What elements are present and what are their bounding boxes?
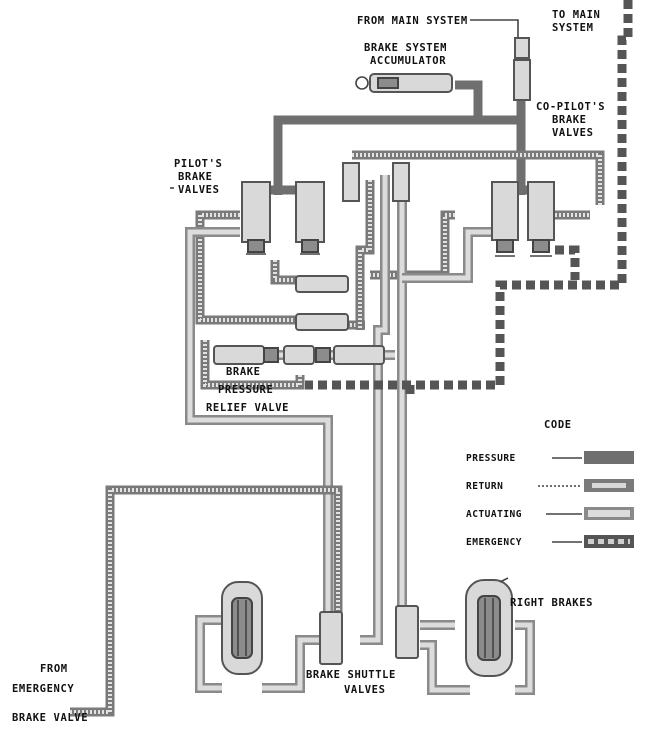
- check-valve-center-2: [392, 162, 410, 202]
- components: [213, 37, 555, 677]
- pressure-line-accumulator: [455, 80, 521, 125]
- right-pilot-brake-valves: [491, 181, 555, 257]
- emergency-lines: [70, 0, 633, 717]
- left-pilot-brake-valves: [241, 181, 325, 255]
- pressure-line-top-crossover: [273, 115, 521, 195]
- legend-item-emergency: EMERGENCY: [466, 535, 634, 548]
- legend-label: RETURN: [466, 481, 503, 492]
- emergency-line-to-main: [305, 0, 633, 390]
- shuttle-valve-left: [319, 611, 343, 665]
- legend-item-actuating: ACTUATING: [466, 507, 634, 520]
- legend-item-pressure: PRESSURE: [466, 451, 634, 464]
- brake-pressure-relief-valve: [213, 345, 385, 365]
- middle-cylinder-upper: [295, 275, 349, 293]
- label-pilot-brake-valves: PILOT'S BRAKE VALVES: [174, 158, 229, 196]
- label-copilot-brake-valves: CO-PILOT'S BRAKE VALVES: [536, 101, 612, 139]
- right-brake-assembly: [465, 579, 513, 677]
- return-lines: [195, 150, 605, 390]
- legend-label: ACTUATING: [466, 509, 522, 520]
- legend-swatch-pressure: [584, 451, 634, 464]
- labels: FROM MAIN SYSTEM TO MAIN SYSTEM BRAKE SY…: [12, 9, 612, 724]
- label-accumulator: BRAKE SYSTEM ACCUMULATOR: [364, 42, 454, 67]
- middle-cylinder-lower: [295, 313, 349, 331]
- left-brake-assembly: [221, 581, 263, 675]
- legend-title: CODE: [544, 419, 572, 431]
- label-from-main-system: FROM MAIN SYSTEM: [357, 15, 468, 27]
- legend-label: EMERGENCY: [466, 537, 522, 548]
- check-valve-center-1: [342, 162, 360, 202]
- check-valve-main: [513, 59, 531, 101]
- actuating-line-right-brake-2: [420, 640, 470, 695]
- label-to-main-system: TO MAIN SYSTEM: [552, 9, 607, 34]
- brake-accumulator: [355, 73, 453, 93]
- legend-item-return: RETURN: [466, 479, 634, 492]
- emergency-line-right-valve: [555, 245, 580, 280]
- inlet-fitting: [514, 37, 530, 59]
- legend-label: PRESSURE: [466, 453, 516, 464]
- actuating-line-left-brake-2: [195, 615, 222, 693]
- label-shuttle-valves: BRAKE SHUTTLE VALVES: [306, 669, 403, 696]
- shuttle-valve-right: [395, 605, 419, 659]
- label-relief-valve: BRAKE PRESSURE RELIEF VALVE: [206, 366, 289, 414]
- label-from-emergency-brake-valve: FROM EMERGENCY BRAKE VALVE: [12, 663, 88, 724]
- legend: CODE PRESSURE RETURN ACTUATING EMERGENCY: [466, 419, 634, 548]
- label-right-brakes: RIGHT BRAKES: [510, 597, 593, 609]
